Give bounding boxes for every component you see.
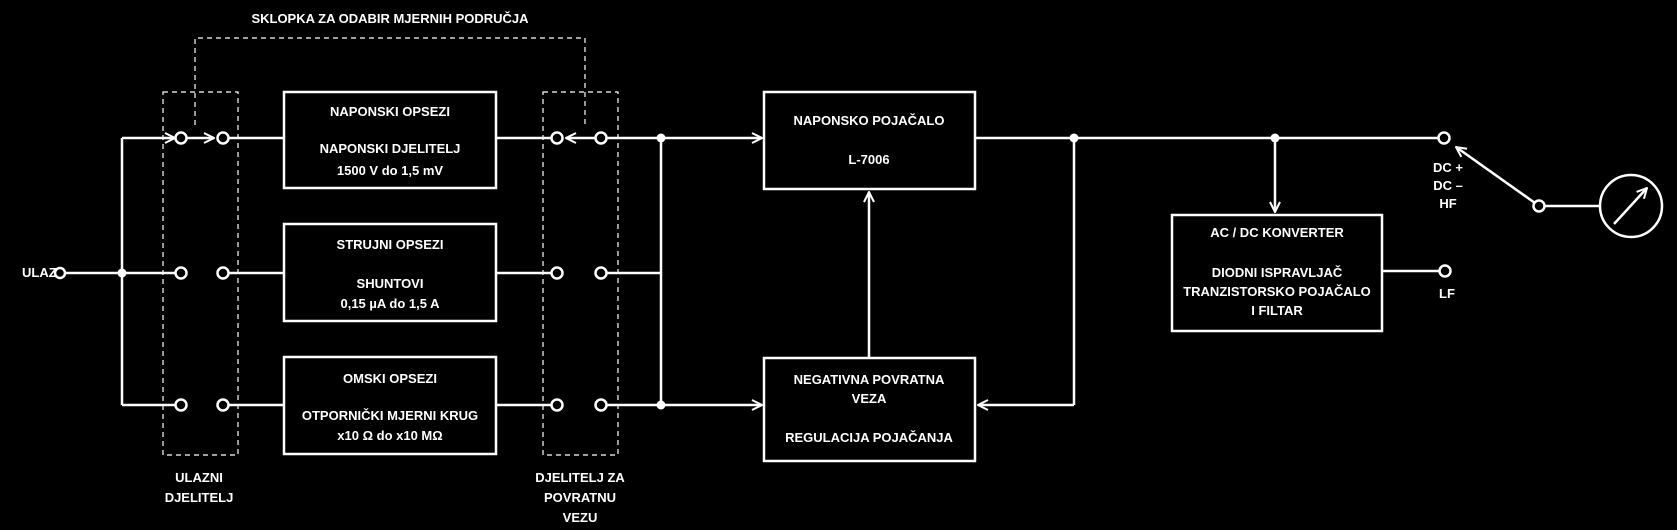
block-title: NAPONSKO POJAČALO (794, 113, 945, 128)
current-ranges-block: STRUJNI OPSEZI SHUNTOVI 0,15 µA do 1,5 A (282, 222, 498, 323)
ohm-ranges-block: OMSKI OPSEZI OTPORNIČKI MJERNI KRUG x10 … (282, 355, 498, 456)
block-text: 1500 V do 1,5 mV (337, 163, 444, 178)
diagram-title: SKLOPKA ZA ODABIR MJERNIH PODRUČJA (251, 11, 529, 26)
negative-feedback-block: NEGATIVNA POVRATNA VEZA REGULACIJA POJAČ… (762, 356, 977, 463)
block-text: REGULACIJA POJAČANJA (785, 430, 953, 445)
input-terminal-icon (53, 266, 67, 280)
block-text: DIODNI ISPRAVLJAČ (1212, 265, 1343, 280)
block-text: L-7006 (848, 152, 889, 167)
terminal-icon (594, 131, 608, 145)
block-text: x10 Ω do x10 MΩ (337, 428, 442, 443)
feedback-divider-label: VEZU (563, 510, 598, 525)
terminal-icon (174, 131, 188, 145)
terminal-icon (594, 398, 608, 412)
terminal-icon (550, 131, 564, 145)
block-title: OMSKI OPSEZI (343, 371, 437, 386)
block-text: SHUNTOVI (357, 276, 424, 291)
block-title: NEGATIVNA POVRATNA (794, 372, 945, 387)
terminal-icon (216, 266, 230, 280)
block-title: AC / DC KONVERTER (1210, 225, 1344, 240)
voltage-amplifier-block: NAPONSKO POJAČALO L-7006 (762, 90, 977, 191)
ac-dc-converter-block: AC / DC KONVERTER DIODNI ISPRAVLJAČ TRAN… (1170, 213, 1384, 333)
block-text: I FILTAR (1251, 303, 1303, 318)
terminal-icon (216, 131, 230, 145)
dc-hf-terminal-icon (1437, 131, 1451, 145)
lf-label: LF (1439, 286, 1455, 301)
voltage-ranges-block: NAPONSKI OPSEZI NAPONSKI DJELITELJ 1500 … (282, 90, 498, 190)
switch-pivot-icon (1532, 199, 1546, 213)
input-label: ULAZ (22, 265, 57, 280)
dc-plus-label: DC + (1433, 160, 1463, 175)
block-title: NAPONSKI OPSEZI (330, 104, 450, 119)
block-text: NAPONSKI DJELITELJ (320, 141, 461, 156)
terminal-icon (550, 398, 564, 412)
switch-icon (1456, 147, 1536, 205)
block-title: VEZA (852, 391, 887, 406)
block-title: STRUJNI OPSEZI (337, 237, 444, 252)
terminal-icon (174, 266, 188, 280)
hf-label: HF (1439, 196, 1456, 211)
terminal-icon (550, 266, 564, 280)
block-text: 0,15 µA do 1,5 A (340, 296, 440, 311)
block-text: TRANZISTORSKO POJAČALO (1183, 284, 1371, 299)
input-divider-label: DJELITELJ (165, 490, 234, 505)
block-text: OTPORNIČKI MJERNI KRUG (302, 408, 478, 423)
terminal-icon (216, 398, 230, 412)
dc-minus-label: DC – (1433, 178, 1463, 193)
terminal-icon (594, 266, 608, 280)
meter-icon (1598, 173, 1664, 239)
range-switch-linkage (194, 37, 586, 125)
terminal-icon (174, 398, 188, 412)
feedback-divider-label: DJELITELJ ZA (535, 470, 625, 485)
input-divider-label: ULAZNI (175, 470, 223, 485)
lf-terminal-icon (1438, 264, 1452, 278)
feedback-divider-label: POVRATNU (544, 490, 616, 505)
